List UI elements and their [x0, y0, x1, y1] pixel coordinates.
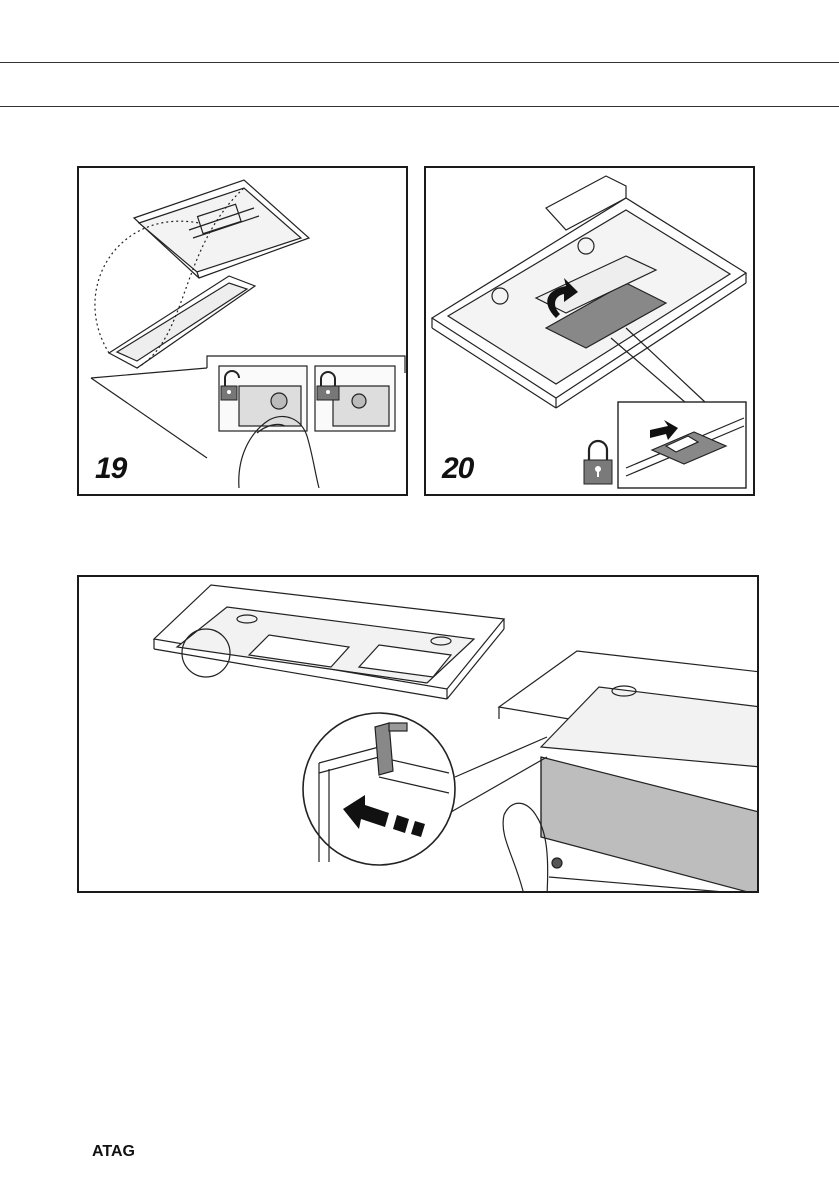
atag-logo: ATAG: [92, 1143, 135, 1161]
header-rule-top: [0, 62, 839, 63]
lock-icon: [584, 441, 612, 484]
figure-number: 19: [95, 452, 126, 486]
figure-mounting-illustration: [79, 577, 759, 893]
figure-19-illustration: [79, 168, 408, 496]
figure-number: 20: [442, 452, 473, 486]
figure-20-panel: 20: [424, 166, 755, 496]
figure-mounting-panel: [77, 575, 759, 893]
figure-19-panel: 19: [77, 166, 408, 496]
figure-20-illustration: [426, 168, 755, 496]
header-rule-bottom: [0, 106, 839, 107]
